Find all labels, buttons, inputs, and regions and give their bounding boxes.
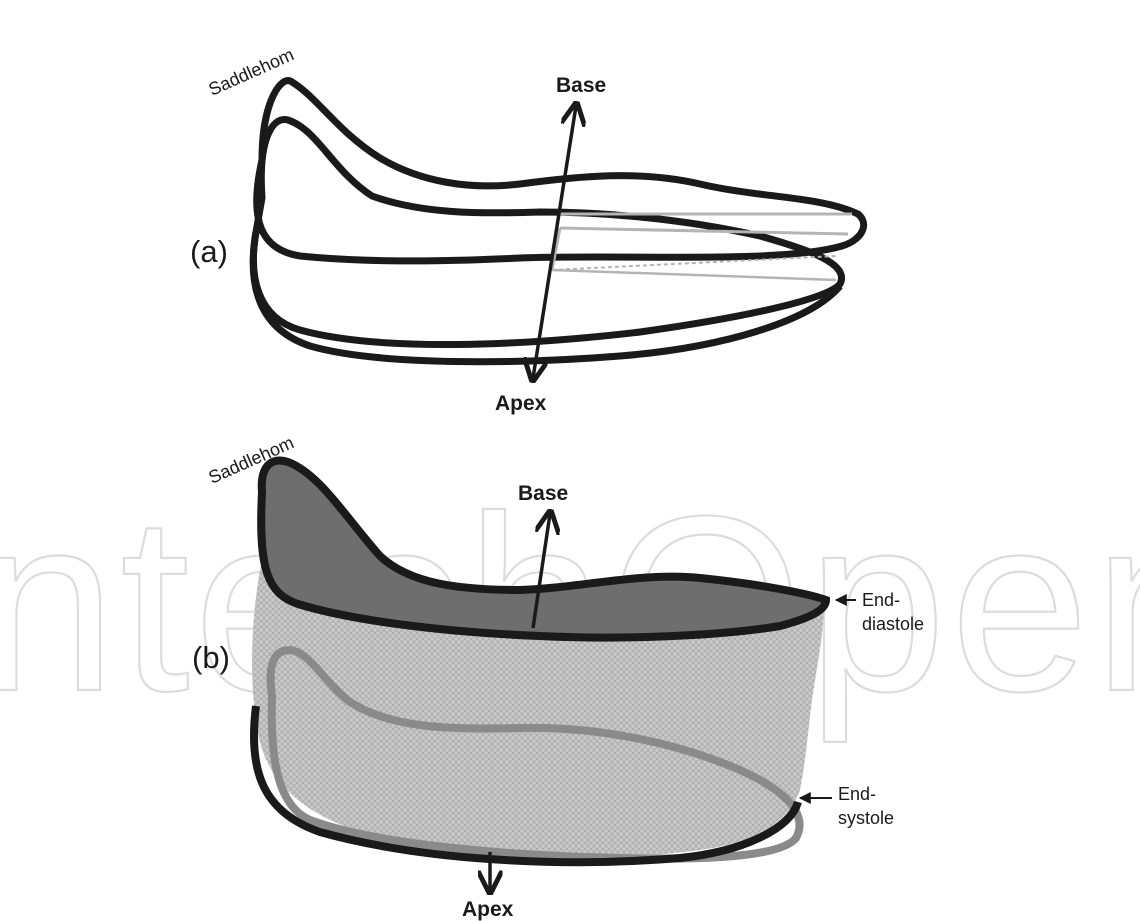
end-systole-label-line1: End-	[838, 784, 876, 804]
base-label: Base	[518, 482, 568, 505]
panel-a-label: (a)	[190, 234, 228, 269]
apex-label: Apex	[462, 898, 514, 921]
saddlehorn-label: Saddlehom	[205, 44, 296, 99]
end-diastole-label-line1: End-	[862, 590, 900, 610]
chord-line	[560, 228, 848, 234]
panel-a: (a) Saddlehom Base Apex	[190, 44, 864, 415]
apex-label: Apex	[495, 392, 547, 415]
panel-b-label: (b)	[192, 640, 230, 675]
end-systole-label-line2: systole	[838, 808, 894, 828]
base-label: Base	[556, 74, 606, 97]
chord-line	[552, 270, 836, 280]
end-diastole-label-line2: diastole	[862, 614, 924, 634]
